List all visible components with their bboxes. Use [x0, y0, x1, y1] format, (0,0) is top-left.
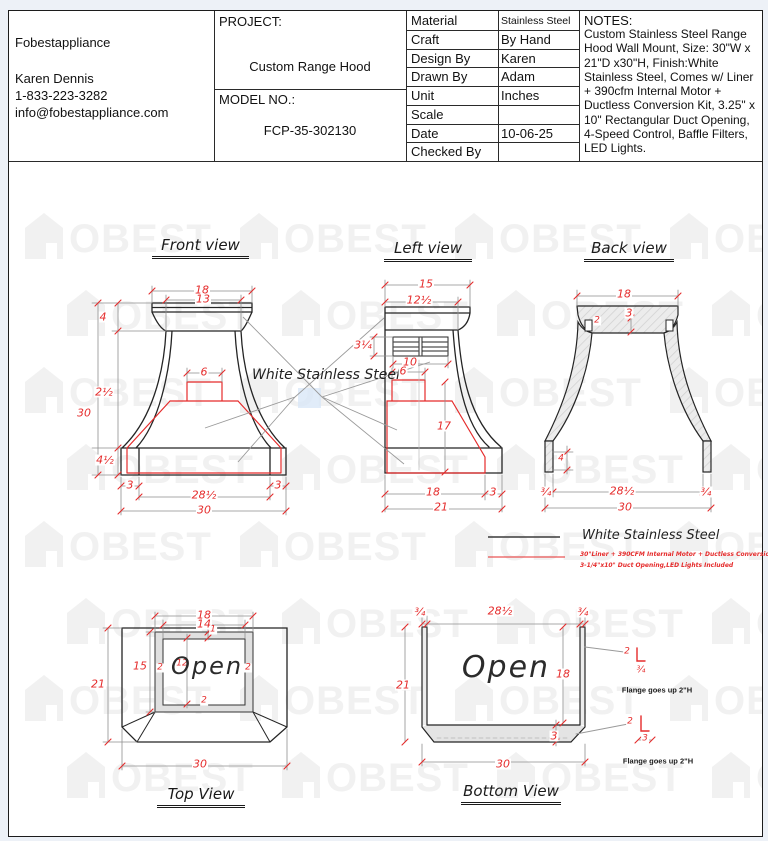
left-view-title: Left view [384, 239, 472, 262]
project-name: Custom Range Hood [249, 59, 371, 74]
spec-label: Unit [411, 88, 435, 103]
title-block-bottom-border [9, 161, 762, 162]
company-name: Fobestappliance [15, 35, 111, 50]
spec-row: Scale [406, 105, 579, 125]
notes-label: NOTES: [584, 13, 633, 28]
spec-value: Adam [501, 69, 535, 85]
callout-leaders [204, 316, 431, 465]
title-block-divider [406, 11, 407, 161]
watermark-blue-square [298, 388, 321, 408]
bottom-view [401, 615, 656, 767]
spec-row: Drawn By Adam [406, 67, 579, 87]
top-view-title: Top View [157, 785, 245, 808]
legend-lines [488, 536, 565, 558]
spec-label: Design By [411, 50, 471, 66]
front-view [91, 285, 290, 516]
back-view-title: Back view [584, 239, 674, 262]
spec-label: Date [411, 125, 439, 141]
contact-email: info@fobestappliance.com [15, 105, 169, 120]
contact-name: Karen Dennis [15, 71, 94, 86]
legend-red-line1: 30"Liner + 390CFM Internal Motor + Ductl… [580, 551, 768, 558]
spec-row: Design By Karen [406, 49, 579, 69]
model-number: FCP-35-302130 [263, 123, 357, 138]
material-callout: White Stainless Steel [252, 367, 400, 383]
title-block-divider [579, 11, 580, 161]
bottom-view-title: Bottom View [461, 782, 561, 805]
front-view-title: Front view [152, 236, 249, 259]
title-block: Fobestappliance Karen Dennis 1-833-223-3… [9, 11, 762, 162]
model-label: MODEL NO.: [219, 92, 296, 107]
title-block-divider [214, 11, 215, 161]
spec-label: Material [411, 13, 458, 28]
spec-row: Checked By [406, 142, 579, 162]
spec-label: Scale [411, 106, 444, 122]
spec-value: 10-06-25 [501, 125, 554, 141]
spec-label: Craft [411, 31, 440, 47]
project-label: PROJECT: [219, 14, 282, 29]
back-view [541, 289, 715, 513]
spec-row: Craft By Hand [406, 30, 579, 50]
project-divider [214, 89, 406, 90]
spec-value: Karen [501, 50, 536, 66]
spec-row: Date 10-06-25 [406, 124, 579, 144]
title-block-divider [498, 11, 499, 161]
spec-value: By Hand [501, 31, 551, 47]
spec-value: Inches [501, 88, 540, 103]
spec-label: Checked By [411, 144, 482, 160]
left-view [369, 279, 506, 513]
spec-label: Drawn By [411, 69, 468, 85]
notes-text: Custom Stainless Steel Range Hood Wall M… [584, 27, 755, 156]
spec-row: Unit Inches [406, 86, 579, 106]
top-view [102, 611, 291, 771]
contact-phone: 1-833-223-3282 [15, 88, 108, 103]
legend-black-label: White Stainless Steel [582, 528, 720, 543]
spec-row: Material Stainless Steel [406, 11, 579, 31]
legend-red-line2: 3-1/4"x10" Duct Opening,LED Lights Inclu… [580, 562, 734, 569]
spec-value: Stainless Steel [501, 15, 571, 27]
